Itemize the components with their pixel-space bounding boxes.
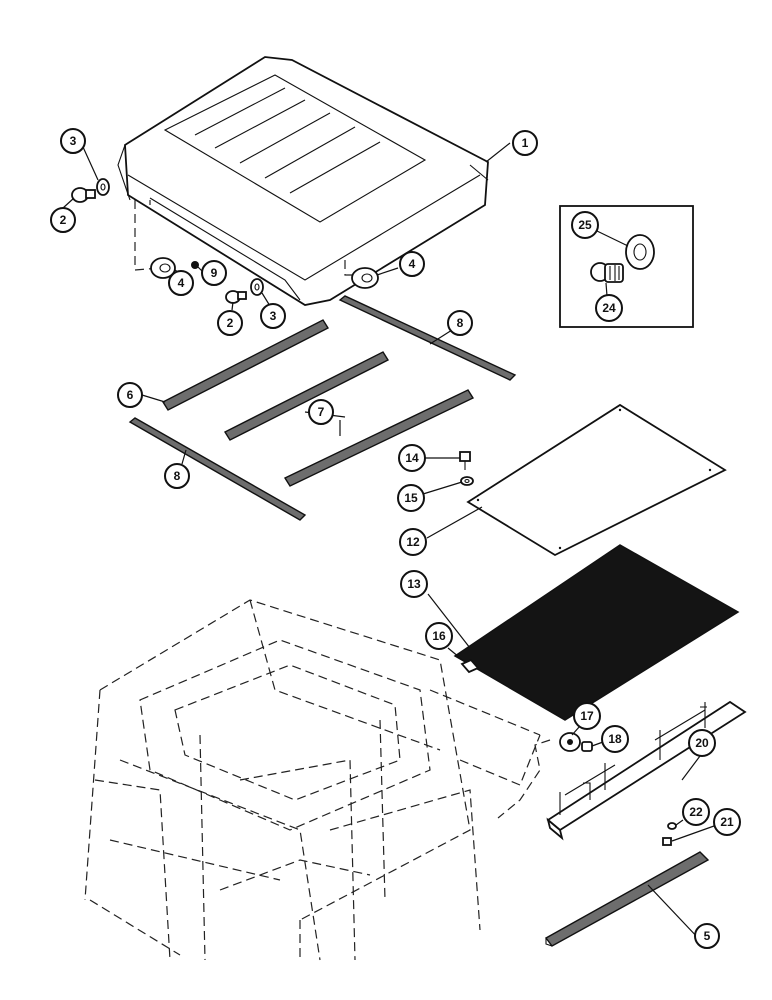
callout-17-label: 17 — [580, 709, 594, 723]
callout-12: 12 — [399, 528, 427, 556]
callout-13-label: 13 — [407, 577, 421, 591]
callout-16: 16 — [425, 622, 453, 650]
callout-5: 5 — [694, 923, 720, 949]
guide-line — [344, 260, 360, 276]
washer-3-lower — [250, 278, 264, 296]
callout-7: 7 — [308, 399, 334, 425]
callout-20-label: 20 — [695, 736, 709, 750]
clip-16 — [460, 658, 480, 674]
callout-15: 15 — [397, 484, 425, 512]
washer-3-upper — [96, 178, 110, 196]
callout-12-label: 12 — [406, 535, 420, 549]
wire-dashed — [497, 739, 551, 819]
callout-5-label: 5 — [704, 929, 711, 943]
strip-7-upper — [224, 351, 389, 441]
callout-18: 18 — [601, 725, 629, 753]
callout-2-upper: 2 — [50, 207, 76, 233]
grommet-4-left — [150, 257, 176, 279]
callout-17: 17 — [573, 702, 601, 730]
connector-17 — [559, 732, 581, 752]
callout-4-left-label: 4 — [178, 276, 185, 290]
callout-8-lower-label: 8 — [174, 469, 181, 483]
callout-2-lower-label: 2 — [227, 316, 234, 330]
grommet-4-right — [351, 267, 379, 289]
callout-3-lower-label: 3 — [270, 309, 277, 323]
callout-9-label: 9 — [211, 266, 218, 280]
nut-9 — [191, 261, 199, 269]
insulation-mat-13 — [453, 544, 740, 721]
detail-inset-box — [559, 205, 694, 328]
callout-16-label: 16 — [432, 629, 446, 643]
callout-20: 20 — [688, 729, 716, 757]
callout-22-label: 22 — [689, 805, 703, 819]
callout-25-label: 25 — [578, 218, 592, 232]
callout-21-label: 21 — [720, 815, 734, 829]
screw-21 — [662, 837, 672, 846]
bolt-14 — [459, 451, 471, 470]
bolt-2-lower — [225, 290, 247, 304]
washer-25 — [625, 234, 655, 270]
strip-8-lower — [128, 417, 307, 521]
callout-13: 13 — [400, 570, 428, 598]
strip-6 — [162, 319, 329, 411]
callout-3-lower: 3 — [260, 303, 286, 329]
callout-1-label: 1 — [522, 136, 529, 150]
callout-2-lower: 2 — [217, 310, 243, 336]
callout-1: 1 — [512, 130, 538, 156]
trim-strip-5 — [544, 851, 710, 947]
callout-3-upper-label: 3 — [70, 134, 77, 148]
screw-22 — [667, 822, 677, 830]
callout-14: 14 — [398, 444, 426, 472]
callout-18-label: 18 — [608, 732, 622, 746]
plug-18 — [581, 741, 593, 752]
callout-6-label: 6 — [127, 388, 134, 402]
callout-15-label: 15 — [404, 491, 418, 505]
callout-24: 24 — [595, 294, 623, 322]
callout-25: 25 — [571, 211, 599, 239]
callout-4-right-label: 4 — [409, 257, 416, 271]
callout-8-upper: 8 — [447, 310, 473, 336]
strip-7-lower — [283, 389, 475, 487]
washer-15 — [460, 476, 474, 486]
cab-frame-outline — [84, 599, 541, 961]
leader-lines — [62, 142, 715, 941]
callout-14-label: 14 — [405, 451, 419, 465]
callout-22: 22 — [682, 798, 710, 826]
callout-9: 9 — [201, 260, 227, 286]
plug-24 — [590, 262, 624, 283]
roof-panel — [117, 56, 489, 306]
callout-6: 6 — [117, 382, 143, 408]
callout-7-label: 7 — [318, 405, 325, 419]
callout-4-right: 4 — [399, 251, 425, 277]
callout-8-upper-label: 8 — [457, 316, 464, 330]
callout-4-left: 4 — [168, 270, 194, 296]
strip-8-upper — [338, 295, 517, 381]
callout-24-label: 24 — [602, 301, 616, 315]
callout-21: 21 — [713, 808, 741, 836]
callout-3-upper: 3 — [60, 128, 86, 154]
callout-8-lower: 8 — [164, 463, 190, 489]
headliner-panel-12 — [466, 403, 727, 557]
callout-2-upper-label: 2 — [60, 213, 67, 227]
bolt-2-upper — [71, 187, 96, 203]
